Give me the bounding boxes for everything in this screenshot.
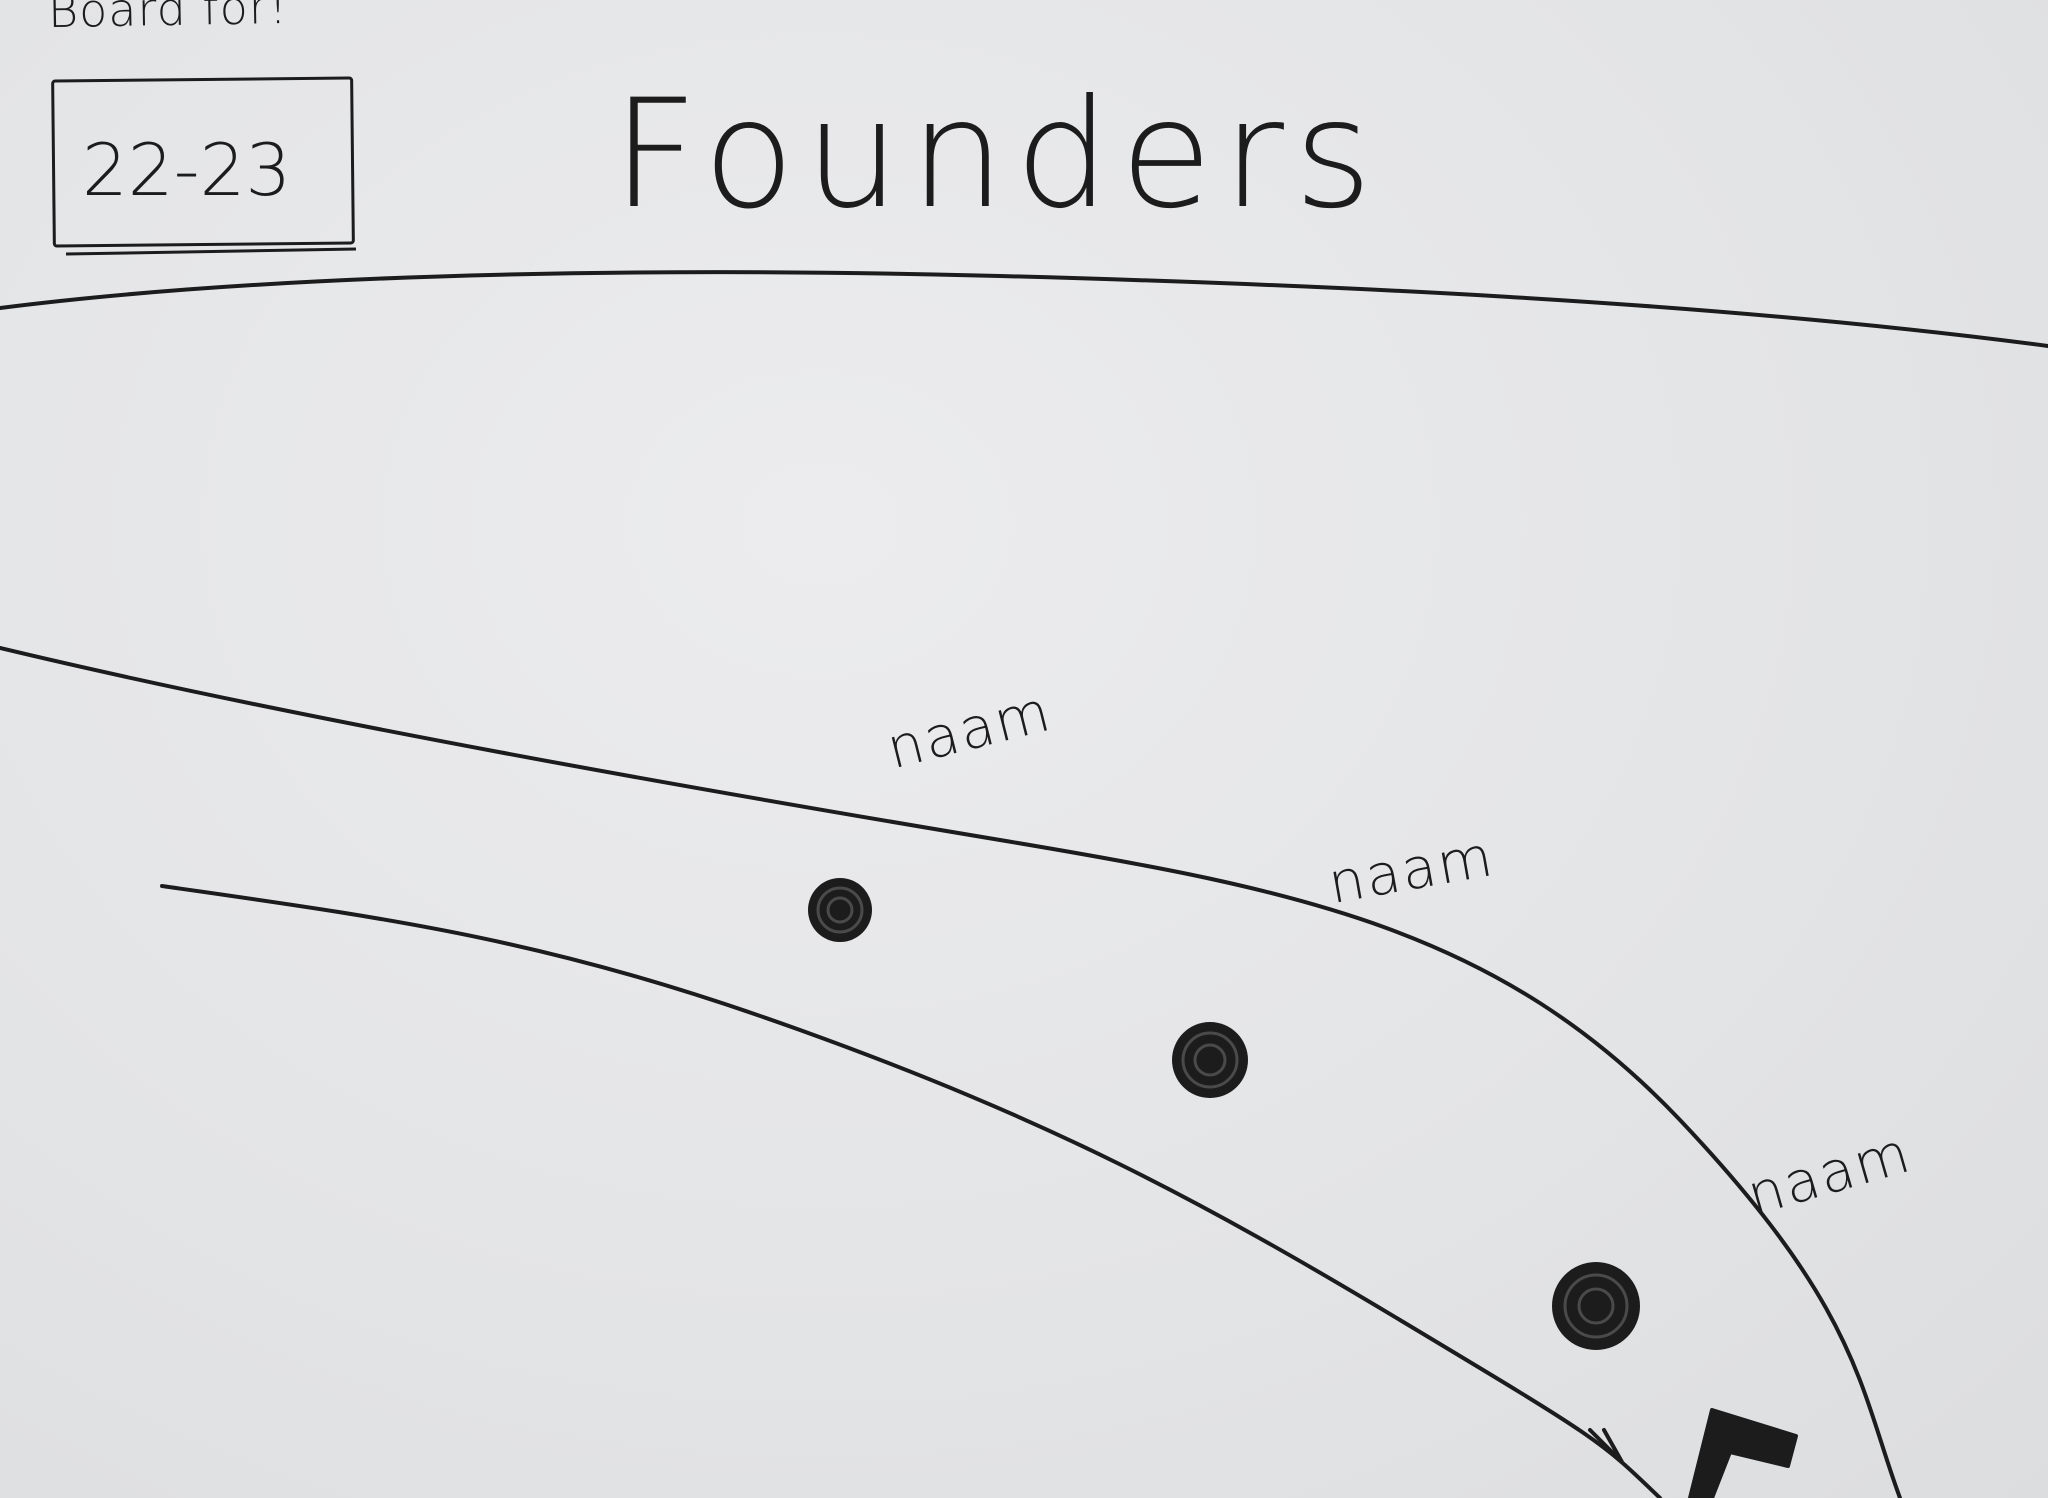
- road-lower-edge: [160, 884, 1662, 1498]
- header-divider: [0, 270, 2048, 348]
- milestone-dot-3: [1552, 1262, 1640, 1350]
- milestone-dot-1: [808, 878, 872, 942]
- road-upper-edge: [0, 646, 1902, 1498]
- milestone-dot-2: [1172, 1022, 1248, 1098]
- date-range: 22-23: [82, 128, 292, 212]
- road-arrow-tip: [1588, 1428, 1624, 1464]
- direction-arrow: [1688, 1408, 1798, 1498]
- page-title: Founders: [612, 68, 1383, 242]
